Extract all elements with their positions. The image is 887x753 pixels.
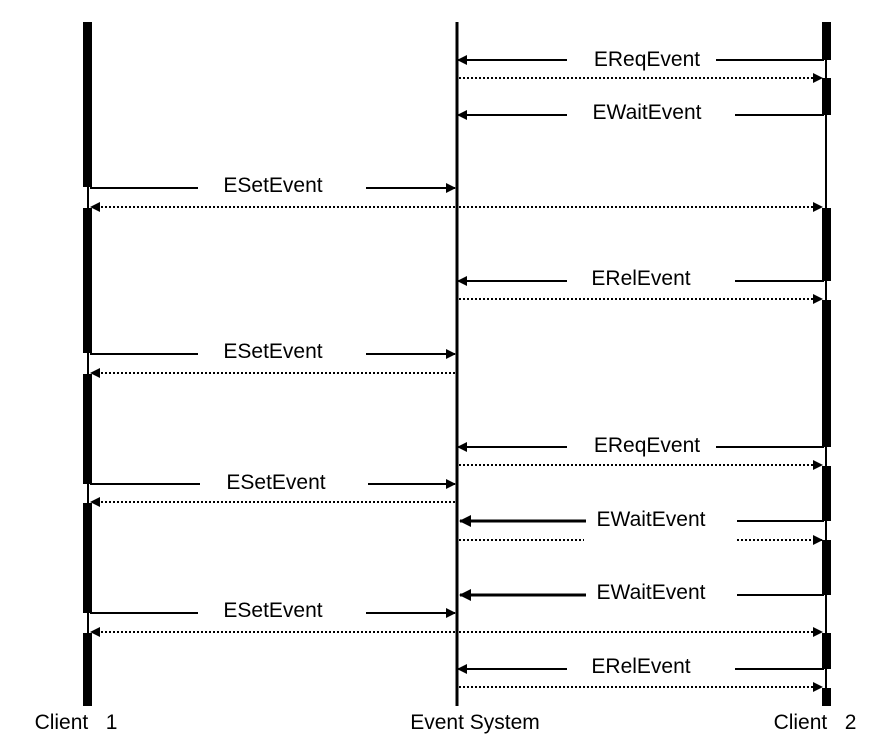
- client2-label: Client 2: [774, 711, 857, 734]
- client2-activation-bar: [822, 466, 831, 521]
- client1-activation-bar: [83, 374, 92, 484]
- message-label: ESetEvent: [223, 599, 322, 622]
- message-label: EReqEvent: [594, 48, 700, 71]
- lifelines: [83, 22, 831, 706]
- client2-activation-bar: [822, 208, 831, 281]
- client1-label: Client 1: [35, 711, 118, 734]
- message-label: ESetEvent: [223, 174, 322, 197]
- message-label: ERelEvent: [591, 655, 690, 678]
- message-esetevent-1: ESetEvent: [90, 174, 823, 212]
- client2-activation-bar: [822, 540, 831, 595]
- message-label: ESetEvent: [226, 471, 325, 494]
- message-label: EWaitEvent: [593, 101, 702, 124]
- message-label: EReqEvent: [594, 434, 700, 457]
- message-ewaitevent-1: EWaitEvent: [457, 101, 824, 124]
- event-system-label: Event System: [410, 711, 540, 734]
- client2-activation-bar: [822, 300, 831, 447]
- client2-activation-bar: [822, 78, 831, 115]
- message-ereqevent-2: EReqEvent: [457, 434, 824, 470]
- message-esetevent-2: ESetEvent: [90, 340, 456, 378]
- message-esetevent-3: ESetEvent: [90, 471, 456, 507]
- client2-activation-bar: [822, 688, 831, 706]
- message-esetevent-4: ESetEvent: [90, 599, 823, 637]
- message-erelevent-1: ERelEvent: [457, 267, 824, 304]
- client2-activation-bar: [822, 22, 831, 60]
- message-ewaitevent-3: EWaitEvent: [459, 581, 824, 604]
- message-label: EWaitEvent: [597, 581, 706, 604]
- client1-activation-bar: [83, 208, 92, 353]
- message-label: ERelEvent: [591, 267, 690, 290]
- message-ereqevent-1: EReqEvent: [457, 48, 824, 83]
- message-label: ESetEvent: [223, 340, 322, 363]
- message-ewaitevent-2: EWaitEvent: [459, 508, 824, 545]
- client2-activation-bar: [822, 633, 831, 669]
- client1-activation-bar: [83, 503, 92, 613]
- message-label: EWaitEvent: [597, 508, 706, 531]
- client1-activation-bar: [83, 22, 92, 187]
- client1-activation-bar: [83, 633, 92, 706]
- message-erelevent-2: ERelEvent: [457, 655, 824, 692]
